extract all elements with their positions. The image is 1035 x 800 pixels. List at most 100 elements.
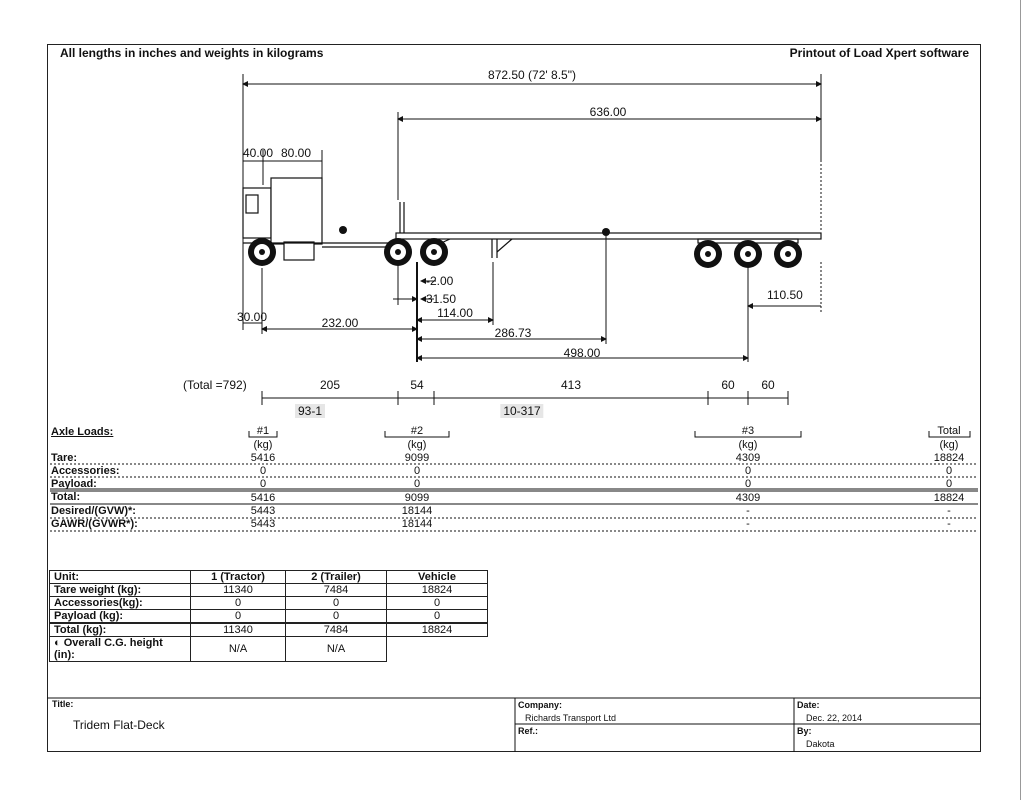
spacing-413: 413 <box>560 378 582 392</box>
gawr-total: - <box>947 518 951 530</box>
axle-group-3: #3 <box>741 425 755 437</box>
wheelbase-label: 232.00 <box>321 316 359 330</box>
overall-length-label: 872.50 (72' 8.5") <box>488 68 576 82</box>
desired-axle-1: 5443 <box>250 505 276 517</box>
unit-cell: 0 <box>285 609 387 624</box>
unit-header-label: Unit: <box>49 570 191 584</box>
cg-trailer: N/A <box>285 636 387 662</box>
unit-header-trailer: 2 (Trailer) <box>285 570 387 584</box>
by-value: Dakota <box>806 739 835 749</box>
unit-cell: 18824 <box>386 583 488 597</box>
gawr-axle-1: 5443 <box>250 518 276 530</box>
tare-axle-2: 9099 <box>404 452 430 464</box>
unit-header-tractor: 1 (Tractor) <box>190 570 286 584</box>
total-axle-2: 9099 <box>404 492 430 504</box>
tare-axle-1: 5416 <box>250 452 276 464</box>
table-row: Accessories(kg): 0 0 0 <box>49 596 488 610</box>
spacing-60a: 60 <box>721 378 735 392</box>
total-axle-3: 4309 <box>735 492 761 504</box>
by-label: By: <box>797 726 812 736</box>
table-row: Payload (kg): 0 0 0 <box>49 609 488 624</box>
unit-row-label: Payload (kg): <box>49 609 191 624</box>
page-edge-line <box>1020 0 1021 800</box>
table-row: Tare weight (kg): 11340 7484 18824 <box>49 583 488 597</box>
spacing-205: 205 <box>319 378 341 392</box>
spacing-54: 54 <box>410 378 424 392</box>
empty-cell <box>387 637 488 662</box>
kingpin-to-axle-label: 498.00 <box>563 346 601 360</box>
software-note: Printout of Load Xpert software <box>789 46 969 60</box>
rear-overhang-label: 110.50 <box>767 288 803 302</box>
ref-93-1: 93-1 <box>294 404 326 418</box>
cg-icon: ◐ <box>54 637 61 649</box>
landing-gear-label: 114.00 <box>437 306 473 320</box>
gawr-axle-2: 18144 <box>401 518 433 530</box>
tare-axle-3: 4309 <box>735 452 761 464</box>
front-overhang-label: 40.00 <box>243 146 274 160</box>
truck-diagram <box>242 74 822 405</box>
pay-axle-1: 0 <box>259 478 267 490</box>
unit-weight-table: Unit: 1 (Tractor) 2 (Trailer) Vehicle Ta… <box>49 570 488 662</box>
unit-table-header: Unit: 1 (Tractor) 2 (Trailer) Vehicle <box>49 570 488 584</box>
row-label-desired: Desired/(GVW)*: <box>51 505 136 517</box>
title-value: Tridem Flat-Deck <box>73 718 165 732</box>
table-row: Total (kg): 11340 7484 18824 <box>49 622 488 637</box>
unit-row-label: Total (kg): <box>49 622 191 637</box>
unit-cell: 7484 <box>285 583 387 597</box>
unit-cell: 0 <box>386 609 488 624</box>
total-total: 18824 <box>933 492 965 504</box>
unit-cell: 11340 <box>190 583 286 597</box>
row-label-total: Total: <box>51 491 81 503</box>
title-label: Title: <box>52 699 74 709</box>
kingpin-offset-label: 31.50 <box>426 292 457 306</box>
unit-row-label: Tare weight (kg): <box>49 583 191 597</box>
pay-axle-3: 0 <box>744 478 752 490</box>
unit-kg-1: (kg) <box>253 439 273 451</box>
desired-axle-2: 18144 <box>401 505 433 517</box>
ref-label: Ref.: <box>518 726 538 736</box>
desired-axle-3: - <box>746 505 750 517</box>
units-note: All lengths in inches and weights in kil… <box>60 46 324 60</box>
trailer-length-label: 636.00 <box>589 105 627 119</box>
spacing-total: (Total =792) <box>183 378 247 392</box>
unit-kg-2: (kg) <box>407 439 427 451</box>
row-label-gawr: GAWR/(GVWR*): <box>51 518 138 530</box>
unit-cell: 0 <box>190 609 286 624</box>
footer-lines <box>47 697 981 752</box>
cg-row-label: ◐ Overall C.G. height (in): <box>49 636 191 662</box>
unit-cell: 0 <box>386 596 488 610</box>
desired-total: - <box>947 505 951 517</box>
pay-axle-2: 0 <box>413 478 421 490</box>
table-row: ◐ Overall C.G. height (in): N/A N/A <box>49 636 488 662</box>
spacing-60b: 60 <box>761 378 775 392</box>
axle-group-2: #2 <box>410 425 424 437</box>
row-label-payload: Payload: <box>51 478 97 490</box>
axle-loads-title: Axle Loads: <box>51 426 114 438</box>
fifth-wheel-offset-label: -2.00 <box>426 274 454 288</box>
row-label-accessories: Accessories: <box>51 465 120 477</box>
company-value: Richards Transport Ltd <box>525 713 617 723</box>
unit-kg-total: (kg) <box>939 439 959 451</box>
total-axle-1: 5416 <box>250 492 276 504</box>
unit-row-label: Accessories(kg): <box>49 596 191 610</box>
axle-group-1: #1 <box>256 425 270 437</box>
acc-axle-1: 0 <box>259 465 267 477</box>
cab-length-label: 80.00 <box>281 146 312 160</box>
unit-kg-3: (kg) <box>738 439 758 451</box>
company-label: Company: <box>518 700 563 710</box>
unit-cell: 0 <box>190 596 286 610</box>
date-value: Dec. 22, 2014 <box>806 713 863 723</box>
date-label: Date: <box>797 700 820 710</box>
unit-cell: 0 <box>285 596 387 610</box>
unit-cell: 11340 <box>190 622 286 637</box>
unit-header-vehicle: Vehicle <box>386 570 488 584</box>
axle-group-total: Total <box>937 425 961 437</box>
cg-tractor: N/A <box>190 636 286 662</box>
printout-frame <box>47 44 981 752</box>
acc-axle-3: 0 <box>744 465 752 477</box>
gawr-axle-3: - <box>746 518 750 530</box>
wheels <box>248 238 802 268</box>
cg-distance-label: 286.73 <box>494 326 532 340</box>
axle-loads-lines <box>50 431 978 532</box>
acc-total: 0 <box>945 465 953 477</box>
